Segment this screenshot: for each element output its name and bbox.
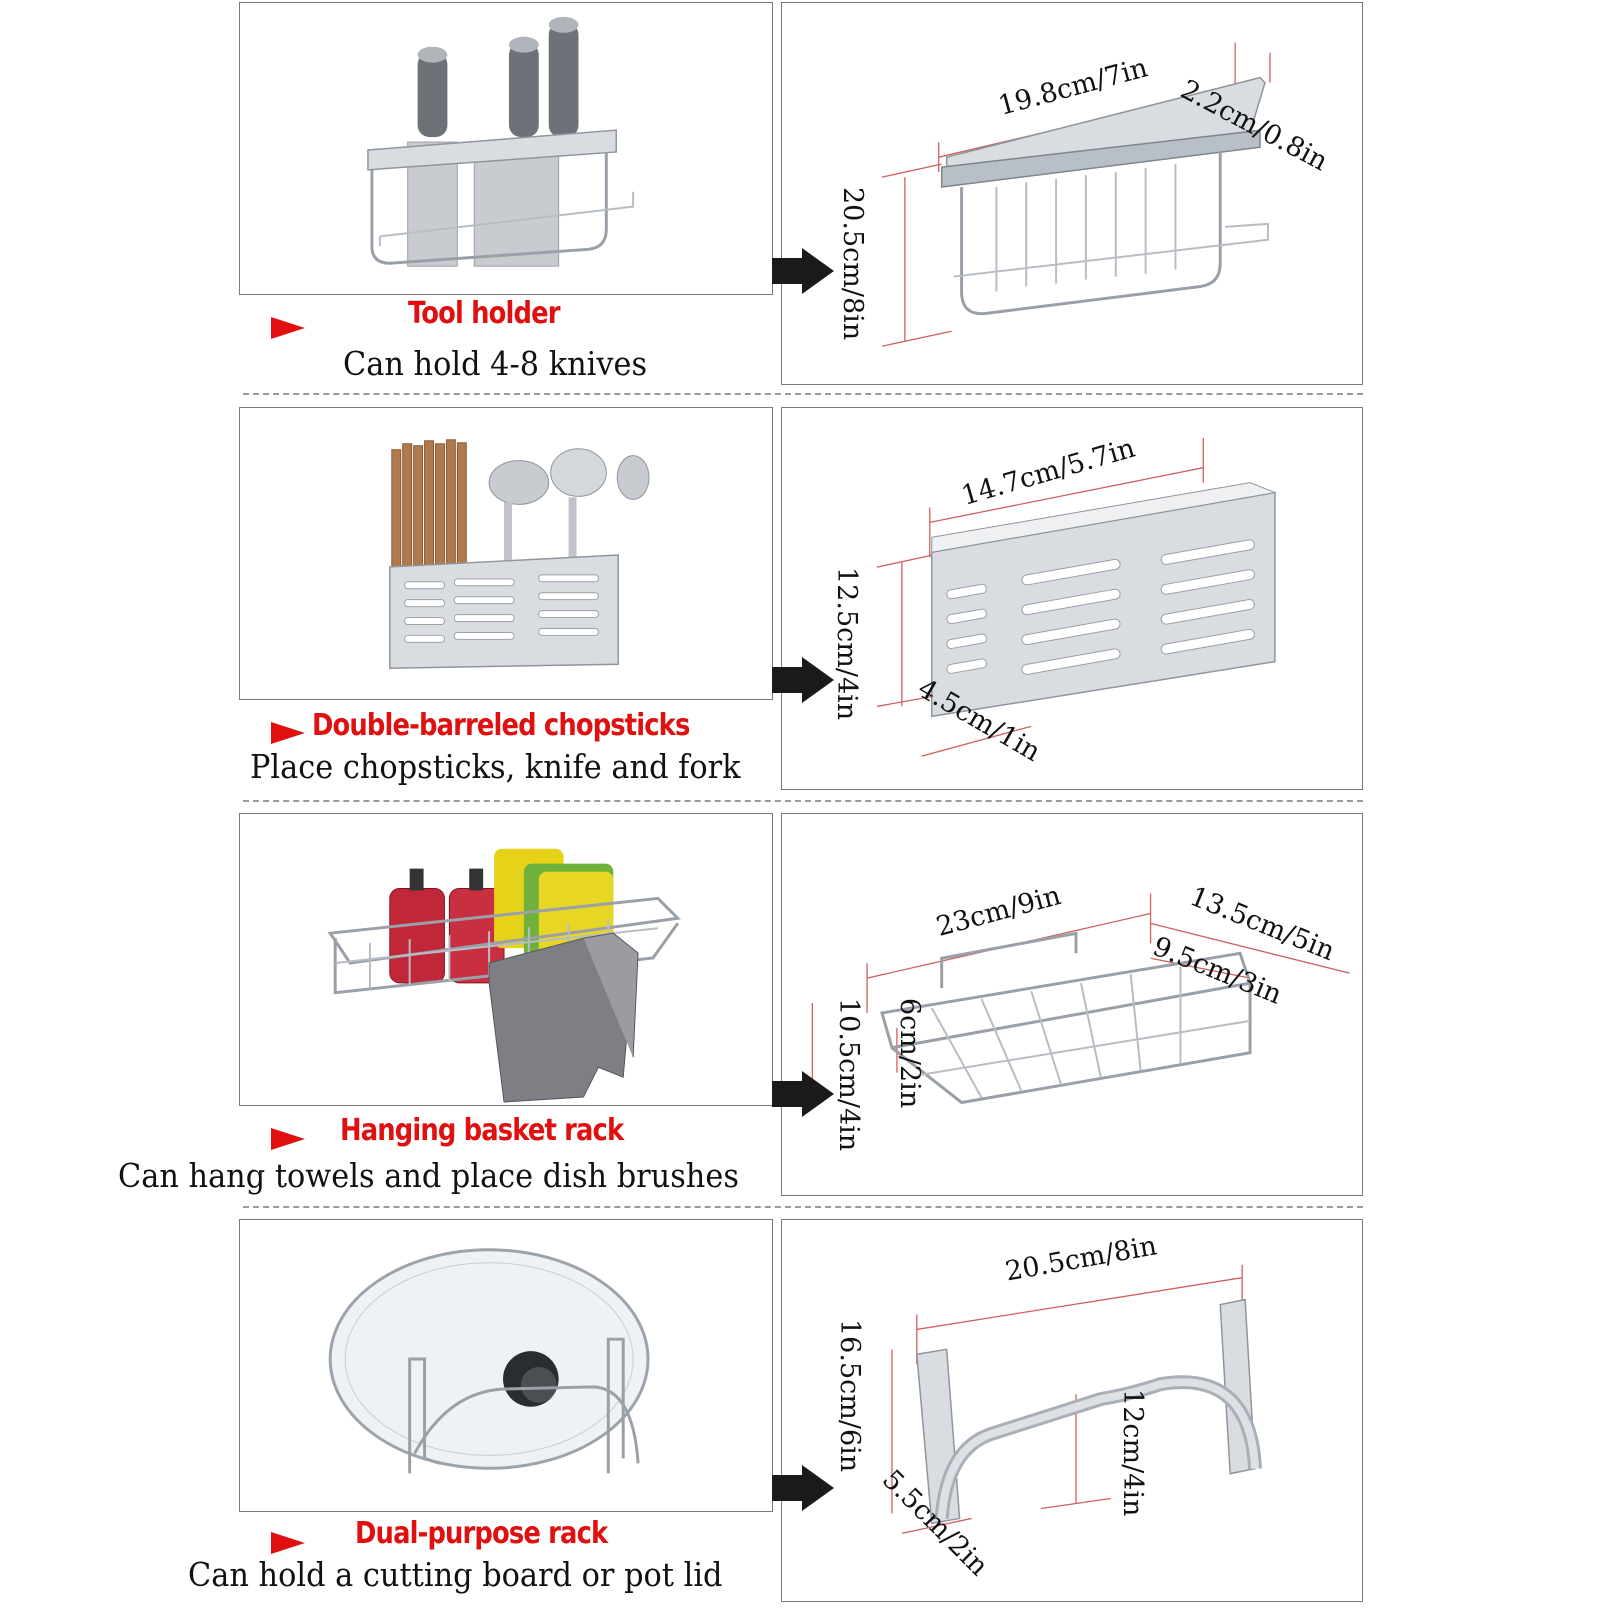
section-title: Hanging basket rack <box>340 1113 624 1148</box>
section-description: Can hold a cutting board or pot lid <box>188 1555 723 1594</box>
section-title: Tool holder <box>408 296 560 331</box>
red-triangle-icon <box>271 1128 305 1150</box>
basket-rack-dimension-drawing <box>811 893 1350 1105</box>
arrow-right-icon <box>772 657 834 703</box>
section-chopsticks-holder: Double-barreled chopsticks Place chopsti… <box>0 407 1600 812</box>
arrow-right-icon <box>772 1465 834 1511</box>
red-triangle-icon <box>271 1532 305 1554</box>
arrow-right-icon <box>772 248 834 294</box>
dimension-diagram-tool-holder <box>781 2 1363 385</box>
dimension-label: 6cm/2in <box>894 998 925 1109</box>
section-divider <box>243 1206 1363 1208</box>
section-dual-purpose-rack: Dual-purpose rack Can hold a cutting boa… <box>0 1219 1600 1624</box>
knife-holder-illustration <box>367 16 635 267</box>
product-photo-chopsticks-holder <box>239 407 773 700</box>
dimension-diagram-chopsticks-holder <box>781 407 1363 790</box>
section-divider <box>243 393 1363 395</box>
section-tool-holder: Tool holder Can hold 4-8 knives 19.8cm/7… <box>0 2 1600 407</box>
lid-rack-illustration <box>328 1248 650 1474</box>
arrow-right-icon <box>772 1071 834 1117</box>
dimension-label: 20.5cm/8in <box>837 187 868 341</box>
dimension-label: 12.5cm/4in <box>831 567 862 721</box>
section-description: Place chopsticks, knife and fork <box>250 747 741 786</box>
section-description: Can hang towels and place dish brushes <box>118 1156 739 1195</box>
product-photo-hanging-basket <box>239 813 773 1106</box>
dimension-label: 10.5cm/4in <box>833 998 864 1152</box>
section-description: Can hold 4-8 knives <box>343 344 648 383</box>
dimension-label: 12cm/4in <box>1117 1389 1148 1517</box>
basket-rack-illustration <box>327 848 681 1103</box>
chopstick-holder-dimension-drawing <box>876 437 1277 757</box>
lid-rack-dimension-drawing <box>891 1264 1262 1534</box>
section-divider <box>243 800 1363 802</box>
chopstick-holder-illustration <box>389 439 650 669</box>
red-triangle-icon <box>271 722 305 744</box>
dimension-diagram-dual-purpose-rack <box>781 1219 1363 1602</box>
section-hanging-basket: Hanging basket rack Can hang towels and … <box>0 813 1600 1218</box>
tool-holder-dimension-drawing <box>881 42 1271 347</box>
dimension-label: 16.5cm/6in <box>834 1319 865 1473</box>
section-title: Double-barreled chopsticks <box>312 708 690 743</box>
product-photo-dual-purpose-rack <box>239 1219 773 1512</box>
section-title: Dual-purpose rack <box>355 1516 608 1551</box>
red-triangle-icon <box>271 317 305 339</box>
dimension-diagram-hanging-basket <box>781 813 1363 1196</box>
product-photo-tool-holder <box>239 2 773 295</box>
